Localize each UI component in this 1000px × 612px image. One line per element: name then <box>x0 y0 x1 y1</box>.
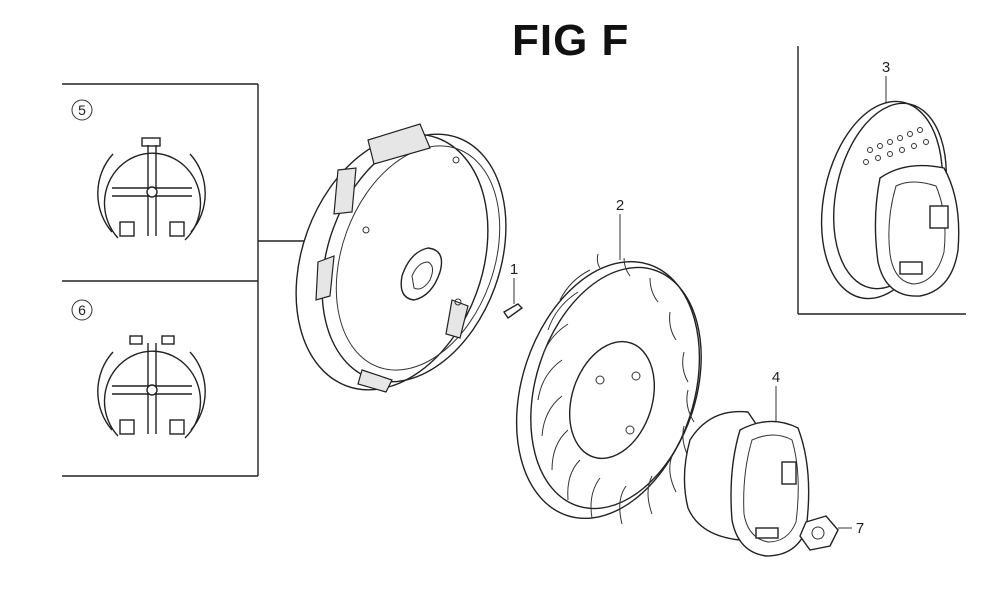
callout-4: 4 <box>772 369 780 386</box>
callout-1: 1 <box>510 261 518 278</box>
callout-2: 2 <box>616 197 624 214</box>
nut-part: 7 <box>799 515 864 551</box>
callout-5: 5 <box>78 102 86 118</box>
callout-6: 6 <box>78 302 86 318</box>
flywheel-fan: 2 <box>515 197 702 525</box>
key-part: 1 <box>503 261 524 319</box>
starter-pulley: 4 <box>683 369 810 557</box>
variant-b-diagram: 6 <box>71 299 206 439</box>
assembly-box: 3 <box>797 46 966 315</box>
variant-a-diagram: 5 <box>71 99 206 241</box>
figure-title: FIG F <box>512 16 630 65</box>
variant-box <box>62 83 305 477</box>
callout-circle-5 <box>71 99 93 121</box>
callout-3: 3 <box>882 59 890 76</box>
callout-7: 7 <box>856 520 864 537</box>
callout-circle-6 <box>71 299 93 321</box>
flywheel-cover <box>295 123 507 393</box>
